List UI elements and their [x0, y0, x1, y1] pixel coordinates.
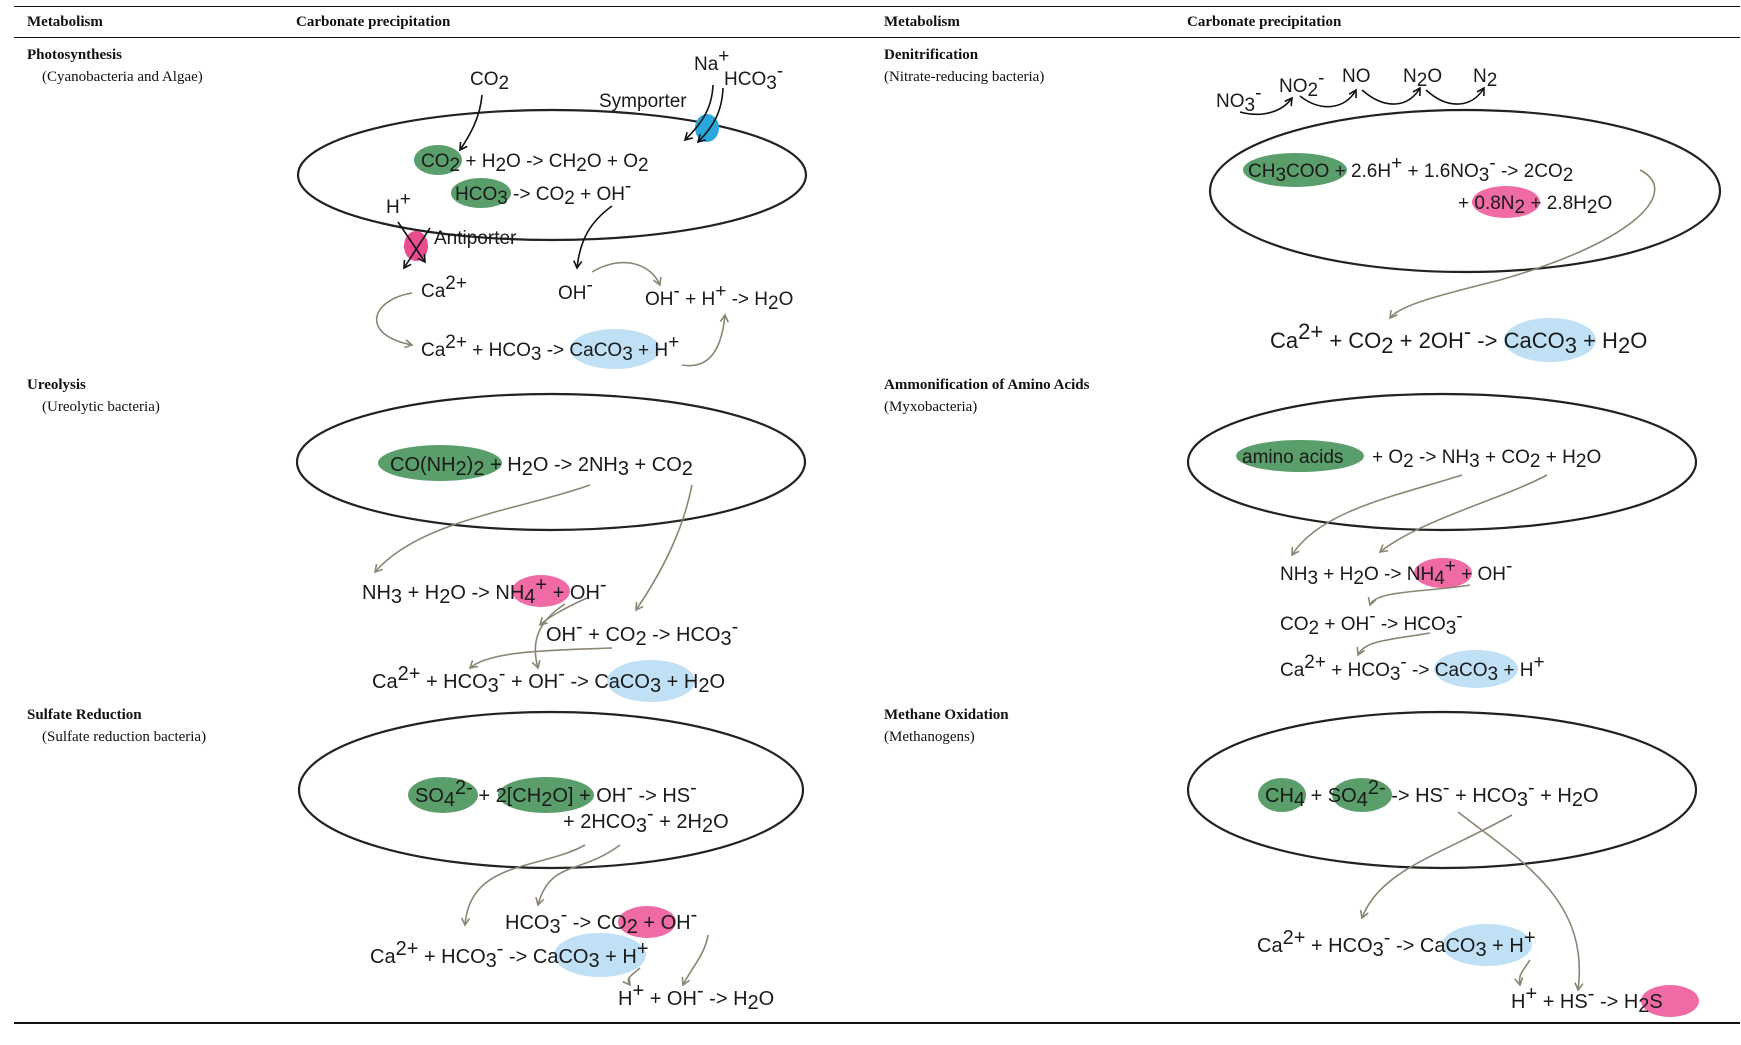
- header-carbonate-left: Carbonate precipitation: [296, 14, 451, 30]
- gas-product-highlight: [1472, 186, 1540, 218]
- svg-text:CO(NH2)2 + H2O -> 2NH3 + CO2: CO(NH2)2 + H2O -> 2NH3 + CO2: [390, 454, 693, 480]
- table-bottom-rule: [14, 1022, 1740, 1024]
- antiporter-label: Antiporter: [434, 228, 517, 249]
- svg-text:CH4 + SO42- -> HS- + HCO3- + H: CH4 + SO42- -> HS- + HCO3- + H2O: [1265, 777, 1599, 811]
- svg-text:Ca2+ + HCO3- -> CaCO3 + H+: Ca2+ + HCO3- -> CaCO3 + H+: [1280, 652, 1545, 685]
- svg-text:+ O2 -> NH3 + CO2 + H2O: + O2 -> NH3 + CO2 + H2O: [1372, 447, 1601, 472]
- svg-text:Ca2+ + CO2 + 2OH- -> CaCO3 + H: Ca2+ + CO2 + 2OH- -> CaCO3 + H2O: [1270, 319, 1647, 358]
- header-metabolism-left: Metabolism: [27, 14, 103, 30]
- gas-product-highlight: [512, 575, 570, 607]
- svg-text:H+: H+: [386, 189, 411, 218]
- svg-text:Ca2+: Ca2+: [421, 273, 467, 302]
- sulfate-reduction-diagram: SO42- + 2[CH2O] + OH- -> HS- + 2HCO3- + …: [297, 710, 805, 1014]
- substrate-highlight: [1243, 153, 1347, 187]
- metabolism-methane-oxidation: Methane Oxidation: [884, 707, 1009, 723]
- substrate-highlight: [1258, 778, 1306, 812]
- organism-methanogens: (Methanogens): [884, 729, 975, 745]
- organism-sulfate-reducing: (Sulfate reduction bacteria): [42, 729, 207, 745]
- svg-text:CO2 + OH- -> HCO3-: CO2 + OH- -> HCO3-: [1280, 606, 1463, 639]
- svg-text:CO2: CO2: [470, 69, 509, 94]
- organism-ureolytic: (Ureolytic bacteria): [42, 399, 160, 415]
- metabolism-denitrification: Denitrification: [884, 47, 979, 63]
- svg-text:HCO3- -> CO2 + OH-: HCO3- -> CO2 + OH-: [505, 904, 697, 938]
- ureolysis-diagram: CO(NH2)2 + H2O -> 2NH3 + CO2 NH3 + H2O -…: [295, 392, 807, 702]
- methane-oxidation-diagram: CH4 + SO42- -> HS- + HCO3- + H2O Ca2+ + …: [1186, 710, 1699, 1017]
- symporter-label: Symporter: [599, 91, 687, 112]
- substrate-highlight: [414, 145, 462, 175]
- svg-text:NO3-: NO3-: [1216, 83, 1261, 116]
- cell-membrane: [1186, 710, 1698, 870]
- denitrification-diagram: NO3- NO2- NO N2O N2 CH3COO + 2.6H+ + 1.6…: [1208, 66, 1722, 362]
- carbonate-highlight: [570, 329, 660, 369]
- cell-membrane: [295, 392, 807, 532]
- svg-text:CO2 + H2O -> CH2O + O2: CO2 + H2O -> CH2O + O2: [421, 151, 649, 176]
- cell-membrane: [1186, 392, 1698, 532]
- header-metabolism-right: Metabolism: [884, 14, 960, 30]
- svg-text:+ 0.8N2 + 2.8H2O: + 0.8N2 + 2.8H2O: [1458, 193, 1612, 218]
- carbonate-highlight: [1434, 650, 1518, 688]
- svg-text:HCO3-: HCO3-: [724, 61, 783, 94]
- svg-text:NO: NO: [1342, 66, 1371, 87]
- svg-text:NO2-: NO2-: [1279, 68, 1324, 101]
- svg-text:H+ + OH- -> H2O: H+ + OH- -> H2O: [618, 980, 774, 1014]
- metabolism-sulfate-reduction: Sulfate Reduction: [27, 707, 142, 723]
- svg-text:OH-: OH-: [558, 275, 593, 304]
- organism-cyanobacteria: (Cyanobacteria and Algae): [42, 69, 203, 85]
- metabolism-ureolysis: Ureolysis: [27, 377, 86, 393]
- ammonification-diagram: amino acids + O2 -> NH3 + CO2 + H2O NH3 …: [1186, 392, 1698, 688]
- cell-membrane: [296, 108, 808, 242]
- substrate-highlight: [408, 777, 478, 813]
- cell-membrane: [297, 710, 805, 870]
- organism-myxobacteria: (Myxobacteria): [884, 399, 978, 415]
- substrate-highlight: [1332, 778, 1392, 812]
- amino-acids-label: amino acids: [1242, 447, 1343, 468]
- gas-product-highlight: [1414, 558, 1472, 588]
- substrate-highlight: [1236, 440, 1364, 472]
- svg-text:H+ + HS- -> H2S: H+ + HS- -> H2S: [1511, 983, 1663, 1017]
- svg-text:OH- + H+ -> H2O: OH- + H+ -> H2O: [645, 281, 793, 314]
- gas-product-highlight: [1641, 985, 1699, 1017]
- svg-text:NH3 + H2O -> NH4+ + OH-: NH3 + H2O -> NH4+ + OH-: [1280, 556, 1512, 589]
- carbonate-highlight: [1442, 924, 1532, 966]
- carbonate-highlight: [1504, 318, 1596, 362]
- photosynthesis-diagram: CO2 Na+ HCO3- Symporter CO2 + H2O -> CH2…: [296, 46, 808, 369]
- substrate-highlight: [498, 777, 594, 813]
- metabolism-ammonification: Ammonification of Amino Acids: [884, 377, 1090, 393]
- carbonate-highlight: [554, 933, 646, 977]
- svg-text:N2O: N2O: [1403, 66, 1442, 91]
- svg-text:+ 2HCO3- + 2H2O: + 2HCO3- + 2H2O: [563, 803, 729, 837]
- gas-product-highlight: [618, 906, 676, 938]
- svg-text:OH- + CO2 -> HCO3-: OH- + CO2 -> HCO3-: [546, 616, 738, 650]
- metabolism-photosynthesis: Photosynthesis: [27, 47, 123, 63]
- organism-nitrate-reducing: (Nitrate-reducing bacteria): [884, 69, 1045, 85]
- header-carbonate-right: Carbonate precipitation: [1187, 14, 1342, 30]
- carbonate-highlight: [607, 660, 695, 702]
- table-top-rule: [14, 6, 1740, 7]
- svg-text:N2: N2: [1473, 66, 1497, 91]
- svg-text:NH3 + H2O -> NH4+ + OH-: NH3 + H2O -> NH4+ + OH-: [362, 574, 607, 608]
- substrate-highlight: [378, 445, 502, 481]
- cell-membrane: [1208, 108, 1722, 274]
- header-bottom-rule: [14, 37, 1740, 38]
- substrate-highlight: [451, 178, 511, 208]
